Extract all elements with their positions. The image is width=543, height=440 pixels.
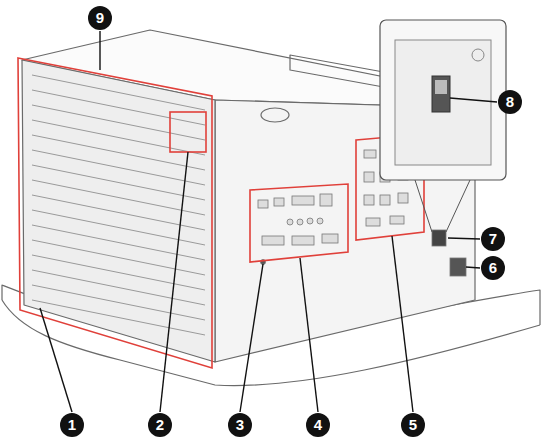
port (366, 218, 380, 226)
port (307, 218, 313, 224)
callout-number: 3 (228, 413, 252, 437)
port (317, 218, 323, 224)
inset-frame (380, 20, 506, 180)
inset-screw (472, 49, 484, 61)
leader-line (392, 236, 413, 412)
inset-switch-rocker (435, 80, 447, 94)
inset-switch (432, 76, 450, 112)
leader-line (160, 152, 188, 412)
port (262, 236, 284, 245)
port (364, 150, 376, 158)
outline-front-vent (18, 58, 212, 368)
port (320, 194, 332, 206)
leader-line (99, 31, 100, 70)
callout-number: 7 (481, 227, 505, 251)
leader-line (450, 98, 497, 102)
port (390, 216, 404, 224)
port (322, 234, 338, 243)
inset-panel (395, 40, 491, 165)
port (364, 172, 374, 182)
callout-number: 2 (148, 413, 172, 437)
callout-number: 4 (306, 413, 330, 437)
port (274, 198, 284, 206)
lift-handle (261, 108, 289, 122)
callout-number: 9 (88, 6, 112, 30)
callout-number: 5 (401, 413, 425, 437)
front-face (22, 60, 215, 362)
port (258, 200, 268, 208)
power-inlet (450, 258, 466, 276)
port (292, 196, 314, 205)
leader-line (300, 258, 318, 412)
highlight-outlines (18, 58, 424, 368)
port (292, 236, 314, 245)
port (297, 219, 303, 225)
inset-view (380, 20, 506, 232)
vent-grille (32, 75, 205, 335)
leader-line (40, 308, 72, 412)
port (364, 195, 374, 205)
leader-lines (40, 31, 497, 412)
port (380, 195, 390, 205)
port (398, 193, 408, 203)
outline-port-panel (250, 184, 348, 262)
callout-number: 1 (60, 413, 84, 437)
callout-number: 8 (498, 90, 522, 114)
inset-pointer (415, 180, 470, 232)
callout-number: 6 (481, 256, 505, 280)
port (287, 219, 293, 225)
power-switch (432, 230, 446, 246)
vent-slats (32, 75, 205, 335)
outline-sensor (170, 112, 206, 152)
leader-line (466, 267, 480, 268)
projector-body (2, 30, 540, 386)
leader-line (448, 238, 480, 239)
leader-line (240, 264, 263, 412)
